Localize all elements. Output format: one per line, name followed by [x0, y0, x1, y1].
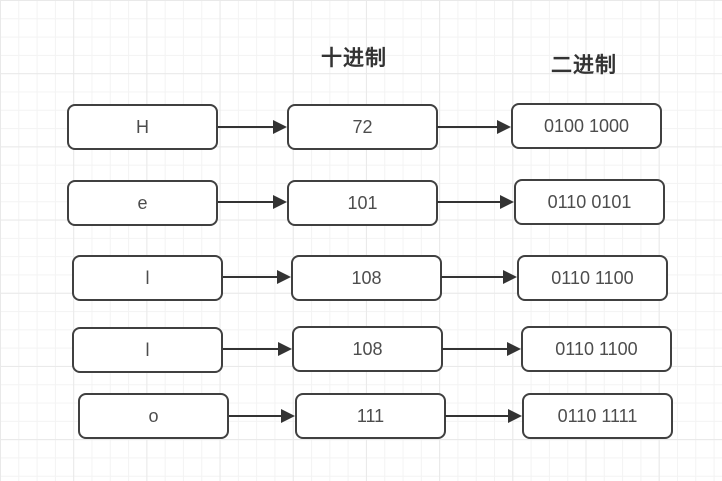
box-char-5: o [78, 393, 229, 439]
box-binary-3: 0110 1100 [517, 255, 668, 301]
arrow-char-to-decimal-3 [223, 270, 291, 284]
box-decimal-2: 101 [287, 180, 438, 226]
box-decimal-1: 72 [287, 104, 438, 150]
arrow-decimal-to-binary-2 [437, 195, 514, 209]
column-header-decimal: 十进制 [321, 47, 387, 70]
arrow-decimal-to-binary-4 [442, 342, 521, 356]
box-binary-2: 0110 0101 [514, 179, 665, 225]
box-decimal-5: 111 [295, 393, 446, 439]
column-header-binary: 二进制 [551, 54, 617, 77]
box-decimal-4: 108 [292, 326, 443, 372]
box-char-2: e [67, 180, 218, 226]
arrow-decimal-to-binary-1 [437, 120, 511, 134]
arrow-decimal-to-binary-3 [441, 270, 517, 284]
arrow-char-to-decimal-2 [218, 195, 287, 209]
arrow-char-to-decimal-5 [229, 409, 295, 423]
box-binary-5: 0110 1111 [522, 393, 673, 439]
box-binary-4: 0110 1100 [521, 326, 672, 372]
box-char-3: l [72, 255, 223, 301]
box-binary-1: 0100 1000 [511, 103, 662, 149]
box-char-4: l [72, 327, 223, 373]
arrow-decimal-to-binary-5 [445, 409, 522, 423]
box-char-1: H [67, 104, 218, 150]
arrow-char-to-decimal-1 [218, 120, 287, 134]
box-decimal-3: 108 [291, 255, 442, 301]
arrow-char-to-decimal-4 [223, 342, 292, 356]
